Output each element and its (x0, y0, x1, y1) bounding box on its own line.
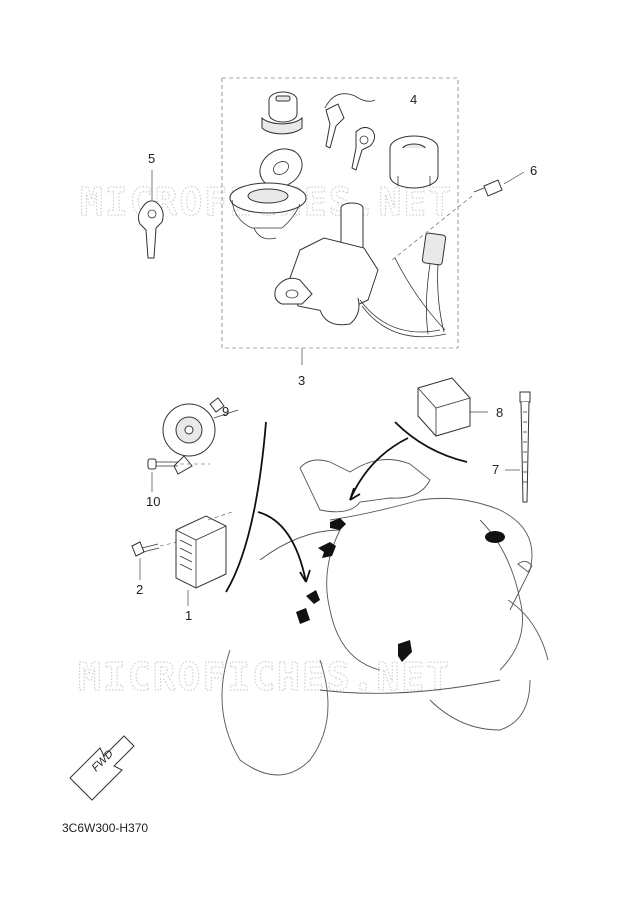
horn[interactable] (162, 397, 239, 475)
watermark-bottom: MICROFICHES.NET (78, 655, 451, 699)
ignition-assembly-box (221, 77, 459, 349)
callout-5: 5 (148, 151, 155, 166)
cable-tie[interactable] (505, 391, 531, 503)
seat-lock-cap[interactable] (389, 135, 439, 189)
forward-direction-badge: FWD (69, 735, 135, 801)
relay[interactable] (417, 377, 488, 437)
scooter-outline (221, 459, 549, 776)
wire-connector[interactable] (421, 232, 447, 335)
callout-10: 10 (146, 494, 160, 509)
key-set[interactable] (324, 93, 376, 171)
diagram-code: 3C6W300-H370 (62, 821, 148, 835)
key-blank[interactable] (137, 170, 164, 259)
callout-7: 7 (492, 462, 499, 477)
callout-4: 4 (410, 92, 417, 107)
callout-8: 8 (496, 405, 503, 420)
bolt-2[interactable] (131, 541, 179, 580)
rectifier-regulator[interactable] (175, 511, 233, 606)
fuel-lid[interactable] (229, 141, 309, 240)
location-pointers (225, 421, 468, 593)
callout-2: 2 (136, 582, 143, 597)
callout-3: 3 (298, 373, 305, 388)
callout-9: 9 (222, 404, 229, 419)
ignition-switch[interactable] (274, 202, 447, 338)
callout-1: 1 (185, 608, 192, 623)
screw-10[interactable] (147, 458, 210, 492)
key-cylinder[interactable] (261, 91, 303, 135)
callout-6: 6 (530, 163, 537, 178)
bolt-6[interactable] (391, 171, 525, 261)
